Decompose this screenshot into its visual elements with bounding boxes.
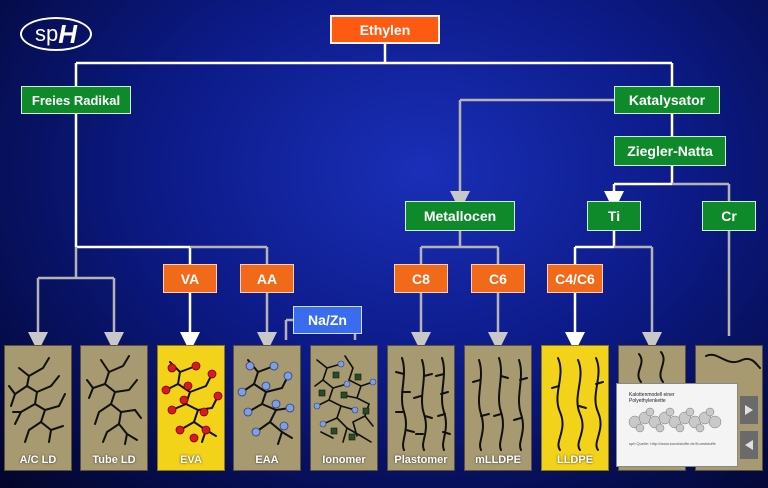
next-slide-button[interactable] — [740, 396, 758, 424]
product-panel-mlldpe: mLLDPE — [464, 345, 532, 471]
product-label: Ionomer — [322, 454, 366, 466]
node-ti: Ti — [587, 201, 641, 231]
node-ziegler-natta: Ziegler-Natta — [614, 136, 726, 166]
popup-title: Kalottenmodell einer Polyethylenkette — [629, 392, 675, 404]
eaa-chain-icon — [237, 359, 295, 445]
linear-chain-icon — [705, 353, 761, 369]
short-branch-chain-icon — [472, 357, 528, 451]
short-branch-chain-icon — [395, 357, 451, 451]
product-label: EAA — [255, 454, 279, 466]
linear-chain-icon — [551, 357, 604, 451]
node-cr: Cr — [702, 201, 756, 231]
node-metallocen: Metallocen — [405, 201, 515, 231]
prev-slide-button[interactable] — [740, 431, 758, 459]
logo-text-sp: sp — [34, 21, 59, 46]
node-katalysator: Katalysator — [614, 86, 720, 114]
node-ethylen: Ethylen — [330, 15, 440, 44]
product-panel-eva: EVA — [157, 345, 225, 471]
product-panel-plastomer: Plastomer — [387, 345, 455, 471]
product-label: Tube LD — [92, 454, 136, 466]
eva-chain-icon — [161, 361, 223, 443]
branched-chain-icon — [8, 357, 66, 443]
polymer-model-image — [628, 407, 722, 433]
product-label: A/C LD — [19, 454, 57, 466]
product-panel-eaa: EAA — [233, 345, 301, 471]
product-panel-lldpe: LLDPE — [541, 345, 609, 471]
node-freies-radikal: Freies Radikal — [21, 86, 131, 114]
play-right-icon — [745, 405, 753, 415]
branched-chain-icon — [86, 355, 142, 445]
product-label: mLLDPE — [475, 454, 521, 466]
product-panel-ac-ld: A/C LD — [4, 345, 72, 471]
node-aa: AA — [240, 264, 294, 293]
play-left-icon — [745, 440, 753, 450]
node-c4c6: C4/C6 — [547, 264, 603, 293]
product-label: Plastomer — [394, 454, 448, 466]
product-label: EVA — [180, 454, 202, 466]
linear-chain-icon — [637, 351, 665, 383]
node-c8: C8 — [394, 264, 448, 293]
product-panel-ionomer: Ionomer — [310, 345, 378, 471]
node-va: VA — [163, 264, 217, 293]
product-panel-tube-ld: Tube LD — [80, 345, 148, 471]
node-na-zn: Na/Zn — [293, 306, 362, 334]
ionomer-chain-icon — [313, 355, 377, 443]
logo-text-h: H — [58, 18, 78, 49]
molecule-model-popup[interactable]: Kalottenmodell einer Polyethylenkette sp… — [616, 383, 738, 467]
product-label: LLDPE — [556, 454, 594, 466]
popup-footer: sph Quelle: http://www.kunststoffe.de/Ku… — [629, 441, 716, 446]
node-c6: C6 — [471, 264, 525, 293]
